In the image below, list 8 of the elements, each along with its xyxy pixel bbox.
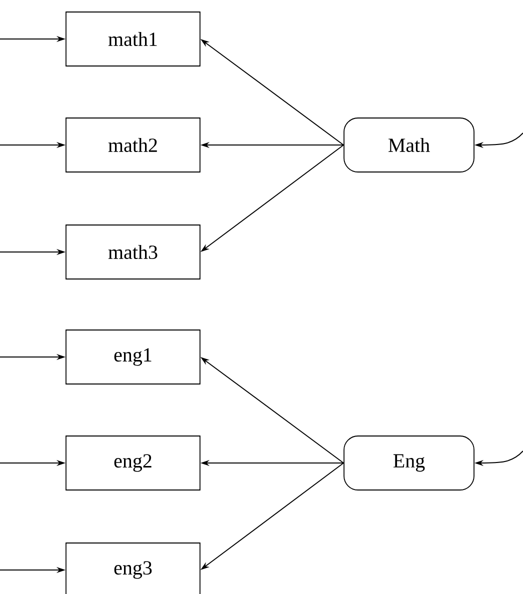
box: math2: [66, 118, 200, 172]
box: math1: [66, 12, 200, 66]
rounded-box: Eng: [344, 436, 474, 490]
box: eng1: [66, 330, 200, 384]
box: eng3: [66, 542, 200, 594]
box: eng2: [66, 436, 200, 490]
box: math3: [66, 224, 200, 280]
rounded-box: Math: [344, 118, 474, 172]
